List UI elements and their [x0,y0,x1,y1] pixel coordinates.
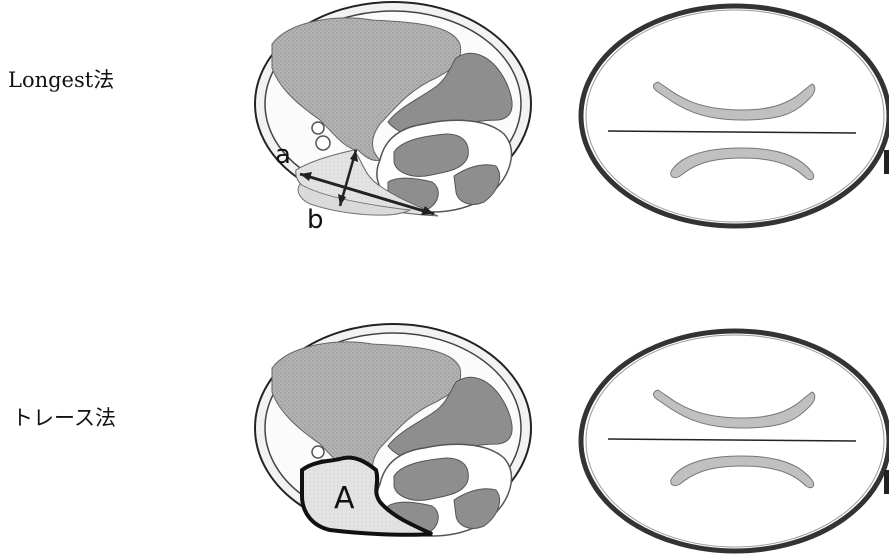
annotation-A: A [334,481,355,516]
annotation-a: a [275,140,291,170]
outline-figure-top [581,6,889,226]
cross-section-top [255,2,531,216]
cross-section-bottom [255,324,531,536]
outline-figure-bottom [581,331,889,551]
annotation-b: b [307,205,324,235]
